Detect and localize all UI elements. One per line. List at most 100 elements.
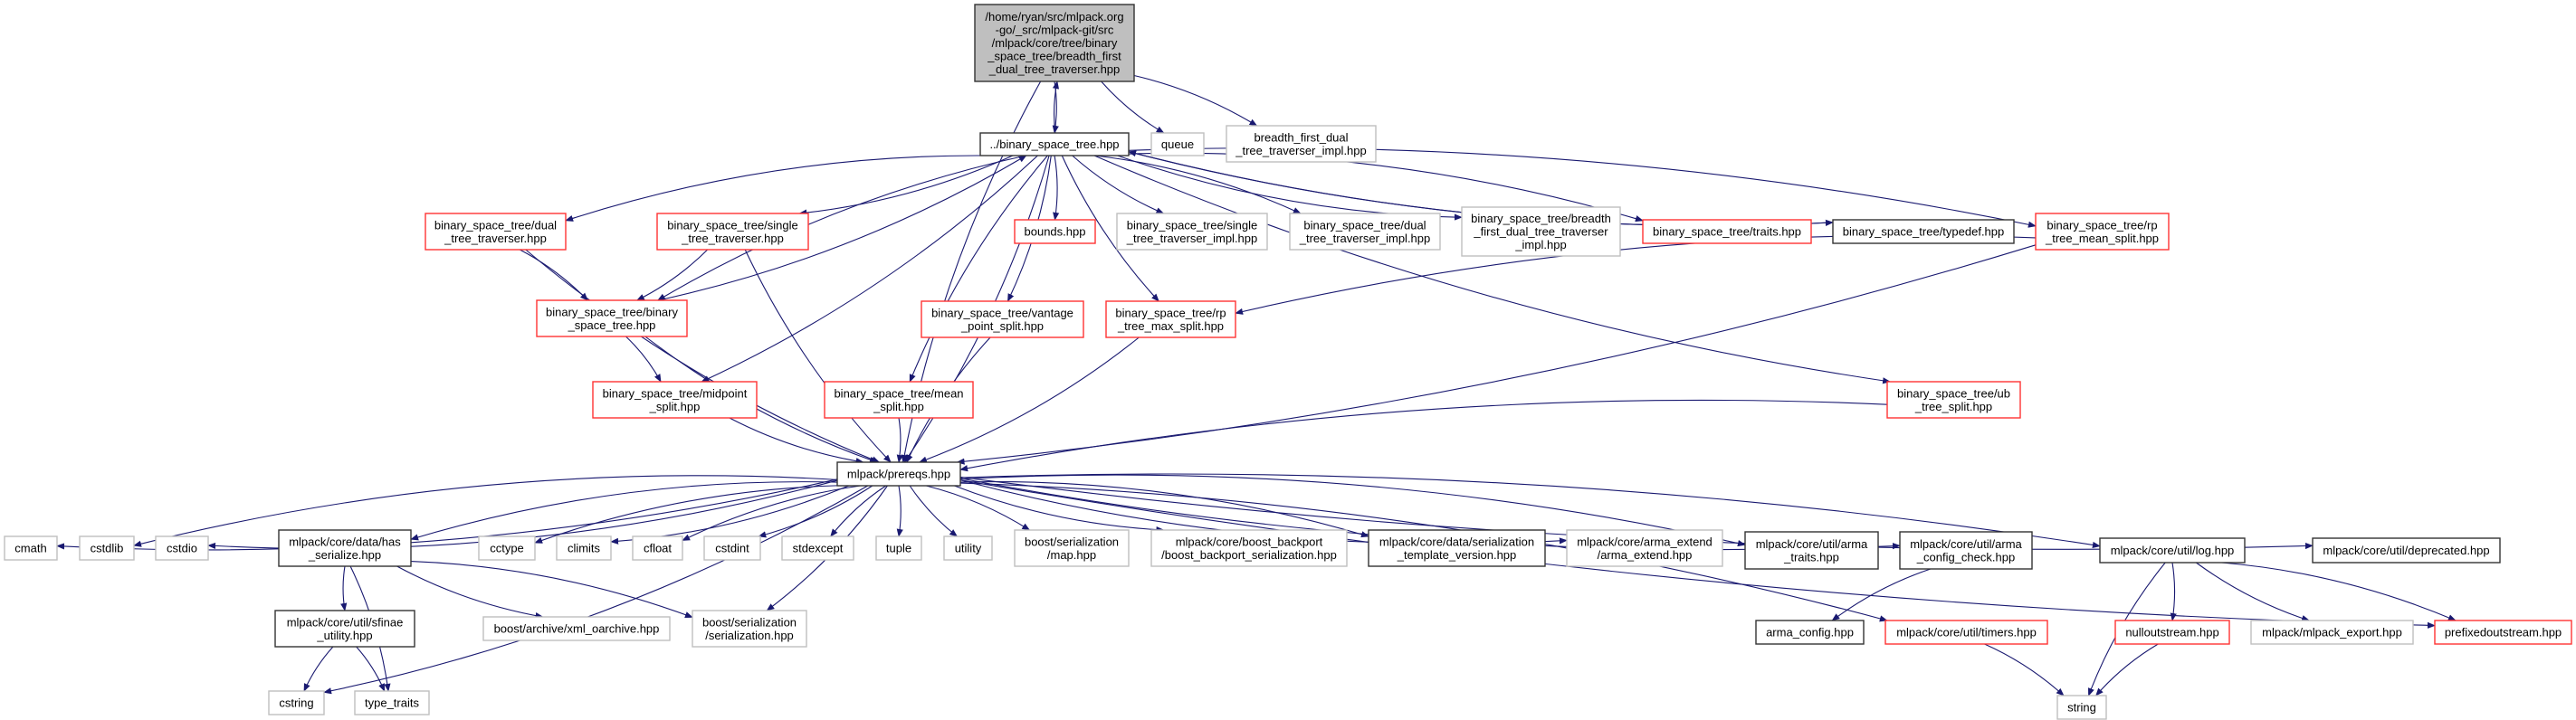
node-box[interactable] bbox=[1014, 529, 1130, 567]
node-cstdint[interactable]: cstdint bbox=[703, 535, 761, 561]
node-cmath[interactable]: cmath bbox=[4, 535, 58, 561]
node-box[interactable] bbox=[592, 381, 758, 419]
node-box[interactable] bbox=[2250, 620, 2414, 645]
node-box[interactable] bbox=[656, 213, 809, 251]
node-box[interactable] bbox=[692, 610, 807, 648]
node-single_impl[interactable]: binary_space_tree/single_tree_traverser_… bbox=[1116, 213, 1268, 251]
node-tuple[interactable]: tuple bbox=[875, 535, 922, 561]
node-tmpl_version[interactable]: mlpack/core/data/serialization_template_… bbox=[1368, 529, 1546, 567]
node-has_serialize[interactable]: mlpack/core/data/has_serialize.hpp bbox=[278, 529, 412, 567]
node-log[interactable]: mlpack/core/util/log.hpp bbox=[2099, 537, 2246, 564]
node-xml_oarchive[interactable]: boost/archive/xml_oarchive.hpp bbox=[482, 616, 671, 641]
node-queue[interactable]: queue bbox=[1150, 132, 1205, 156]
node-box[interactable] bbox=[1116, 213, 1268, 251]
node-sfinae[interactable]: mlpack/core/util/sfinae_utility.hpp bbox=[274, 610, 415, 648]
node-box[interactable] bbox=[1150, 529, 1348, 567]
node-box[interactable] bbox=[536, 299, 688, 337]
node-bft_impl[interactable]: breadth_first_dual_tree_traverser_impl.h… bbox=[1226, 125, 1377, 163]
node-box[interactable] bbox=[2035, 213, 2170, 251]
node-rp_mean[interactable]: binary_space_tree/rp_tree_mean_split.hpp bbox=[2035, 213, 2170, 251]
node-nullout[interactable]: nulloutstream.hpp bbox=[2114, 620, 2230, 645]
node-box[interactable] bbox=[2099, 537, 2246, 564]
node-bounds[interactable]: bounds.hpp bbox=[1014, 219, 1096, 244]
node-prereqs[interactable]: mlpack/prereqs.hpp bbox=[836, 461, 961, 487]
node-box[interactable] bbox=[1014, 219, 1096, 244]
node-vantage[interactable]: binary_space_tree/vantage_point_split.hp… bbox=[921, 300, 1084, 338]
node-backport[interactable]: mlpack/core/boost_backport/boost_backpor… bbox=[1150, 529, 1348, 567]
node-box[interactable] bbox=[1566, 529, 1723, 567]
node-cstdio[interactable]: cstdio bbox=[155, 535, 209, 561]
node-type_traits[interactable]: type_traits bbox=[354, 690, 430, 715]
node-box[interactable] bbox=[1642, 219, 1812, 244]
node-climits[interactable]: climits bbox=[556, 535, 612, 561]
node-box[interactable] bbox=[556, 535, 612, 561]
node-midpoint[interactable]: binary_space_tree/midpoint_split.hpp bbox=[592, 381, 758, 419]
node-box[interactable] bbox=[482, 616, 671, 641]
node-dual_tt[interactable]: binary_space_tree/dual_tree_traverser.hp… bbox=[425, 213, 567, 251]
node-box[interactable] bbox=[943, 535, 993, 561]
node-arma_config[interactable]: arma_config.hpp bbox=[1755, 620, 1865, 645]
node-box[interactable] bbox=[974, 4, 1135, 82]
node-map[interactable]: boost/serialization/map.hpp bbox=[1014, 529, 1130, 567]
node-box[interactable] bbox=[781, 535, 854, 561]
node-cfloat[interactable]: cfloat bbox=[632, 535, 683, 561]
node-utility[interactable]: utility bbox=[943, 535, 993, 561]
node-box[interactable] bbox=[1368, 529, 1546, 567]
node-string[interactable]: string bbox=[2056, 695, 2107, 720]
node-box[interactable] bbox=[2056, 695, 2107, 720]
node-typedef[interactable]: binary_space_tree/typedef.hpp bbox=[1832, 219, 2015, 244]
node-dual_impl[interactable]: binary_space_tree/dual_tree_traverser_im… bbox=[1289, 213, 1441, 251]
node-arma_extend[interactable]: mlpack/core/arma_extend/arma_extend.hpp bbox=[1566, 529, 1723, 567]
node-mean[interactable]: binary_space_tree/mean_split.hpp bbox=[824, 381, 974, 419]
node-box[interactable] bbox=[1886, 381, 2021, 419]
node-box[interactable] bbox=[632, 535, 683, 561]
node-boost_ser[interactable]: boost/serialization/serialization.hpp bbox=[692, 610, 807, 648]
node-prefixedout[interactable]: prefixedoutstream.hpp bbox=[2434, 620, 2572, 645]
node-mlpack_export[interactable]: mlpack/mlpack_export.hpp bbox=[2250, 620, 2414, 645]
node-box[interactable] bbox=[1289, 213, 1441, 251]
node-box[interactable] bbox=[478, 535, 536, 561]
node-box[interactable] bbox=[1832, 219, 2015, 244]
node-box[interactable] bbox=[2114, 620, 2230, 645]
node-box[interactable] bbox=[2312, 537, 2501, 564]
node-box[interactable] bbox=[1899, 531, 2033, 570]
node-box[interactable] bbox=[703, 535, 761, 561]
node-box[interactable] bbox=[155, 535, 209, 561]
node-timers[interactable]: mlpack/core/util/timers.hpp bbox=[1884, 620, 2048, 645]
node-ub[interactable]: binary_space_tree/ub_tree_split.hpp bbox=[1886, 381, 2021, 419]
node-root[interactable]: /home/ryan/src/mlpack.org-go/_src/mlpack… bbox=[974, 4, 1135, 82]
node-box[interactable] bbox=[875, 535, 922, 561]
node-box[interactable] bbox=[979, 132, 1130, 156]
node-stdexcept[interactable]: stdexcept bbox=[781, 535, 854, 561]
node-box[interactable] bbox=[1755, 620, 1865, 645]
node-deprecated[interactable]: mlpack/core/util/deprecated.hpp bbox=[2312, 537, 2501, 564]
node-box[interactable] bbox=[836, 461, 961, 487]
node-box[interactable] bbox=[1150, 132, 1205, 156]
node-single_tt[interactable]: binary_space_tree/single_tree_traverser.… bbox=[656, 213, 809, 251]
node-cctype[interactable]: cctype bbox=[478, 535, 536, 561]
node-rp_max[interactable]: binary_space_tree/rp_tree_max_split.hpp bbox=[1105, 300, 1236, 338]
node-box[interactable] bbox=[1884, 620, 2048, 645]
node-box[interactable] bbox=[1105, 300, 1236, 338]
node-box[interactable] bbox=[1461, 206, 1621, 257]
node-traits[interactable]: binary_space_tree/traits.hpp bbox=[1642, 219, 1812, 244]
node-box[interactable] bbox=[79, 535, 135, 561]
node-arma_traits[interactable]: mlpack/core/util/arma_traits.hpp bbox=[1744, 531, 1879, 570]
node-cstring[interactable]: cstring bbox=[268, 690, 325, 715]
node-arma_cfg_check[interactable]: mlpack/core/util/arma_config_check.hpp bbox=[1899, 531, 2033, 570]
node-box[interactable] bbox=[278, 529, 412, 567]
node-box[interactable] bbox=[268, 690, 325, 715]
node-bst[interactable]: ../binary_space_tree.hpp bbox=[979, 132, 1130, 156]
node-box[interactable] bbox=[274, 610, 415, 648]
node-cstdlib[interactable]: cstdlib bbox=[79, 535, 135, 561]
node-box[interactable] bbox=[425, 213, 567, 251]
node-box[interactable] bbox=[921, 300, 1084, 338]
node-box[interactable] bbox=[2434, 620, 2572, 645]
node-box[interactable] bbox=[824, 381, 974, 419]
node-box[interactable] bbox=[1226, 125, 1377, 163]
node-bst_binary[interactable]: binary_space_tree/binary_space_tree.hpp bbox=[536, 299, 688, 337]
node-box[interactable] bbox=[354, 690, 430, 715]
node-box[interactable] bbox=[1744, 531, 1879, 570]
node-box[interactable] bbox=[4, 535, 58, 561]
node-bft3_impl[interactable]: binary_space_tree/breadth_first_dual_tre… bbox=[1461, 206, 1621, 257]
